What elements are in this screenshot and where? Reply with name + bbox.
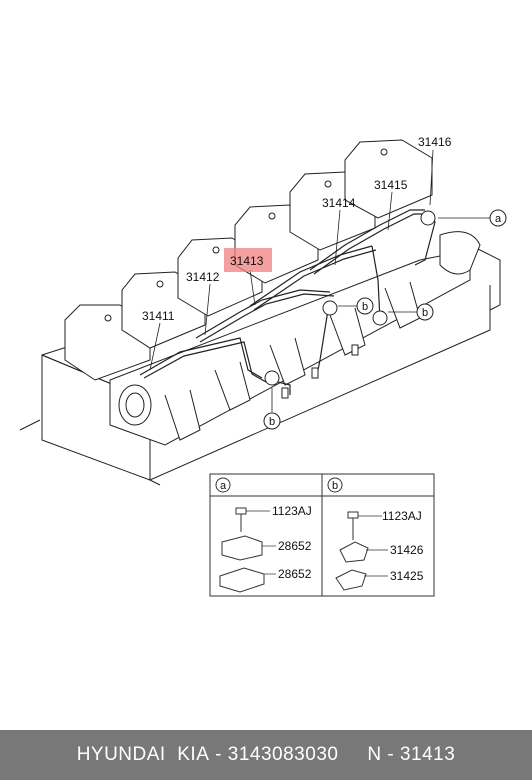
- part-highlight: [224, 248, 272, 272]
- footer-banner: HYUNDAI KIA - 3143083030 N - 31413: [0, 730, 532, 780]
- callout-b-circle-3: [263, 412, 281, 430]
- footer-gap: [338, 744, 367, 766]
- detail-a-clamp-lower: [219, 567, 276, 593]
- detail-a-clamp-lower-label: 28652: [278, 567, 312, 581]
- callout-b-text-3: b: [269, 416, 275, 428]
- callout-b-text-2: b: [362, 301, 368, 313]
- part-labels: 31411 31412 31413 31414 31415 31416: [142, 135, 452, 323]
- callout-b-circle-2: [356, 297, 374, 315]
- label-31413: 31413: [230, 254, 264, 268]
- detail-b-clamp-lower-label: 31425: [390, 569, 424, 583]
- callout-b-circle-1: [416, 303, 434, 321]
- label-31412: 31412: [186, 270, 220, 284]
- exploded-parts-diagram: 31411 31412 31413 31414 31415 31416 a b …: [19, 135, 507, 597]
- detail-b-bolt-label: 1123AJ: [382, 509, 422, 523]
- label-31414: 31414: [322, 196, 356, 210]
- label-31416: 31416: [418, 135, 452, 149]
- callout-a-circle: [489, 209, 507, 227]
- footer-ref: N - 31413: [367, 744, 456, 765]
- leader-lines: [149, 149, 490, 412]
- detail-b-clamp-upper: [339, 541, 388, 563]
- detail-a-bolt-label: 1123AJ: [272, 504, 312, 518]
- detail-b-tag: b: [332, 480, 338, 492]
- exhaust-manifold: [109, 231, 481, 446]
- footer-separator: -: [209, 744, 228, 765]
- detail-b-clamp-lower: [335, 569, 388, 591]
- detail-b-bolt: [347, 511, 382, 540]
- fuel-line-clamps: [264, 210, 436, 399]
- cylinder-heads: [64, 139, 433, 381]
- callouts: [263, 209, 507, 430]
- callout-b-text-1: b: [422, 307, 428, 319]
- detail-b-clamp-upper-label: 31426: [390, 543, 424, 557]
- detail-a-bolt: [235, 507, 270, 532]
- detail-box: [209, 473, 435, 597]
- footer-part-number: 3143083030: [227, 744, 339, 765]
- label-31411: 31411: [142, 309, 175, 323]
- detail-a-tag: a: [220, 480, 227, 492]
- detail-a-clamp-upper: [221, 535, 276, 561]
- label-31415: 31415: [374, 178, 408, 192]
- detail-a-clamp-upper-label: 28652: [278, 539, 312, 553]
- callout-a-text: a: [495, 213, 502, 225]
- footer-brand: HYUNDAI KIA: [76, 744, 210, 765]
